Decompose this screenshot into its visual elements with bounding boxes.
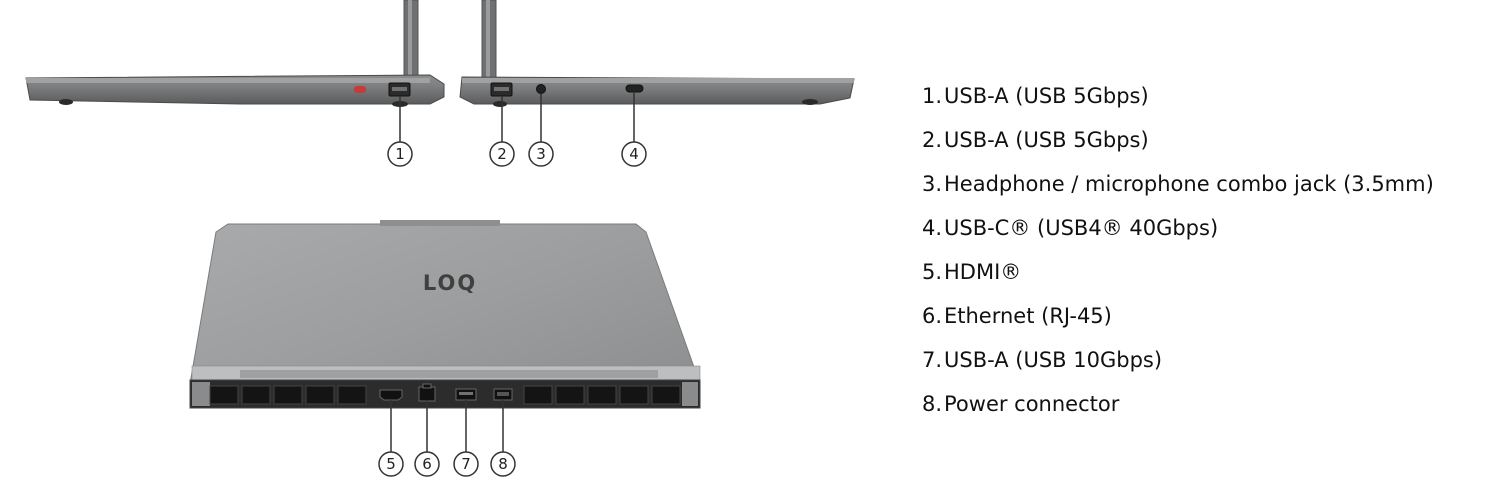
port-number: 2. xyxy=(921,128,942,152)
laptop-ports-illustration: LOQ xyxy=(25,0,855,477)
port-number: 4. xyxy=(921,216,942,240)
laptop-rear-view: LOQ xyxy=(189,220,701,409)
port-number: 3. xyxy=(921,172,942,196)
svg-text:8: 8 xyxy=(498,455,508,473)
port-list-item: 7.USB-A (USB 10Gbps) xyxy=(918,342,1434,386)
usb-a-port xyxy=(388,82,411,97)
ethernet-port xyxy=(418,383,436,402)
svg-text:7: 7 xyxy=(461,455,471,473)
port-list-item: 8.Power connector xyxy=(918,386,1434,430)
port-list-item: 3.Headphone / microphone combo jack (3.5… xyxy=(918,166,1434,210)
callout-8: 8 xyxy=(490,451,516,477)
port-number: 8. xyxy=(921,392,942,416)
hdmi-port xyxy=(379,389,403,401)
port-label: Power connector xyxy=(944,392,1120,416)
port-number: 7. xyxy=(921,348,942,372)
vent-right xyxy=(523,385,681,405)
port-label: USB-A (USB 5Gbps) xyxy=(944,84,1149,108)
svg-text:4: 4 xyxy=(629,145,639,163)
vent-left xyxy=(209,385,367,405)
svg-text:5: 5 xyxy=(386,455,396,473)
laptop-right-side-view xyxy=(459,0,855,107)
callout-4: 4 xyxy=(621,141,647,167)
callout-lines xyxy=(390,92,635,452)
port-list-item: 6.Ethernet (RJ-45) xyxy=(918,298,1434,342)
callout-6: 6 xyxy=(414,451,440,477)
svg-text:2: 2 xyxy=(497,145,507,163)
port-label: USB-A (USB 10Gbps) xyxy=(944,348,1163,372)
usb-a-port xyxy=(455,388,477,401)
callout-1: 1 xyxy=(387,141,413,167)
port-label: Ethernet (RJ-45) xyxy=(944,304,1112,328)
power-connector xyxy=(493,388,513,401)
port-list-item: 4.USB-C® (USB4® 40Gbps) xyxy=(918,210,1434,254)
svg-text:1: 1 xyxy=(395,145,405,163)
callout-5: 5 xyxy=(378,451,404,477)
port-list-item: 5.HDMI® xyxy=(918,254,1434,298)
port-label: USB-A (USB 5Gbps) xyxy=(944,128,1149,152)
port-label: HDMI® xyxy=(944,260,1022,284)
port-list-item: 2.USB-A (USB 5Gbps) xyxy=(918,122,1434,166)
svg-text:6: 6 xyxy=(422,455,432,473)
port-list: 1.USB-A (USB 5Gbps) 2.USB-A (USB 5Gbps) … xyxy=(918,78,1434,430)
port-label: Headphone / microphone combo jack (3.5mm… xyxy=(944,172,1434,196)
svg-text:3: 3 xyxy=(536,145,546,163)
callout-7: 7 xyxy=(453,451,479,477)
port-label: USB-C® (USB4® 40Gbps) xyxy=(944,216,1219,240)
usb-c-port xyxy=(625,84,644,93)
usb-a-port xyxy=(490,82,513,97)
audio-jack-port xyxy=(536,84,546,94)
port-number: 6. xyxy=(921,304,942,328)
callout-3: 3 xyxy=(528,141,554,167)
port-number: 5. xyxy=(921,260,942,284)
laptop-left-side-view xyxy=(25,0,445,107)
port-list-item: 1.USB-A (USB 5Gbps) xyxy=(918,78,1434,122)
loq-logo: LOQ xyxy=(423,271,477,295)
port-number: 1. xyxy=(921,84,942,108)
callout-2: 2 xyxy=(489,141,515,167)
lock-slot-icon xyxy=(354,86,366,93)
